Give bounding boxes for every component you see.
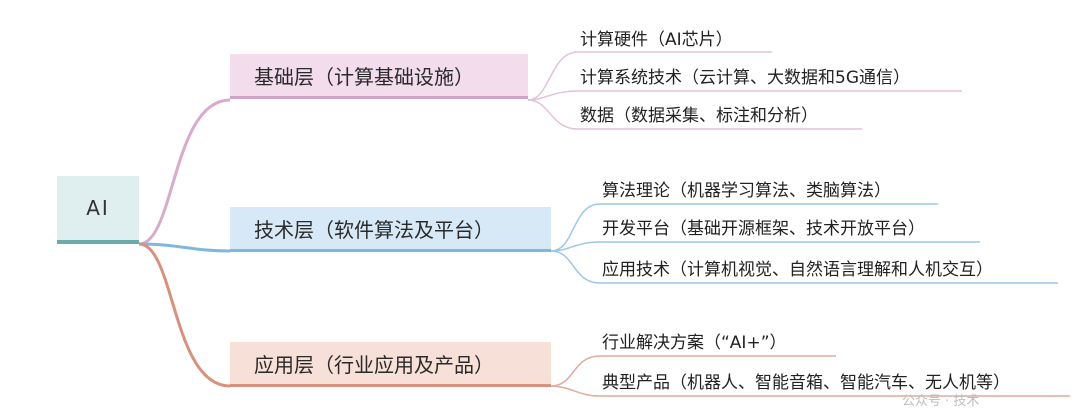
leaf-label: 计算硬件（AI芯片） xyxy=(580,30,733,50)
connector-root-branch-2 xyxy=(138,242,231,253)
leaf-node[interactable]: 计算系统技术（云计算、大数据和5G通信） xyxy=(580,66,910,90)
branch-node-technology[interactable]: 技术层（软件算法及平台） xyxy=(230,207,551,252)
leaf-label: 应用技术（计算机视觉、自然语言理解和人机交互） xyxy=(602,260,993,280)
connector-b1-leaf-3 xyxy=(527,99,862,130)
connector-b3-leaf-2 xyxy=(550,385,1070,397)
connector-root-branch-1 xyxy=(138,98,231,246)
leaf-label: 数据（数据采集、标注和分析） xyxy=(580,106,818,126)
leaf-node[interactable]: 行业解决方案（“AI+”） xyxy=(602,331,787,355)
leaf-node[interactable]: 应用技术（计算机视觉、自然语言理解和人机交互） xyxy=(602,258,993,282)
leaf-node[interactable]: 数据（数据采集、标注和分析） xyxy=(580,104,818,128)
branch-node-infrastructure[interactable]: 基础层（计算基础设施） xyxy=(230,54,528,99)
branch-label: 技术层（软件算法及平台） xyxy=(254,217,494,242)
root-node[interactable]: AI xyxy=(57,176,139,244)
leaf-label: 行业解决方案（“AI+”） xyxy=(602,333,787,353)
connector-b1-leaf-2 xyxy=(527,90,962,101)
connector-b1-leaf-1 xyxy=(527,51,772,101)
connector-b2-leaf-2 xyxy=(550,241,980,252)
branch-label: 应用层（行业应用及产品） xyxy=(254,352,494,377)
leaf-label: 算法理论（机器学习算法、类脑算法） xyxy=(602,181,891,201)
branch-node-application[interactable]: 应用层（行业应用及产品） xyxy=(230,342,551,387)
branch-label: 基础层（计算基础设施） xyxy=(254,64,474,89)
leaf-node[interactable]: 计算硬件（AI芯片） xyxy=(580,28,733,52)
connector-b2-leaf-3 xyxy=(550,250,1058,284)
leaf-node[interactable]: 典型产品（机器人、智能音箱、智能汽车、无人机等） xyxy=(602,371,1010,395)
leaf-node[interactable]: 开发平台（基础开源框架、技术开放平台） xyxy=(602,217,925,241)
connector-b2-leaf-1 xyxy=(550,203,938,252)
leaf-label: 典型产品（机器人、智能音箱、智能汽车、无人机等） xyxy=(602,373,1010,393)
connector-root-branch-3 xyxy=(138,242,231,388)
root-label: AI xyxy=(86,196,110,220)
watermark: 公众号 · 技术 xyxy=(902,394,980,409)
leaf-label: 开发平台（基础开源框架、技术开放平台） xyxy=(602,219,925,239)
leaf-label: 计算系统技术（云计算、大数据和5G通信） xyxy=(580,68,910,88)
leaf-node[interactable]: 算法理论（机器学习算法、类脑算法） xyxy=(602,179,891,203)
connector-b3-leaf-1 xyxy=(550,355,836,387)
